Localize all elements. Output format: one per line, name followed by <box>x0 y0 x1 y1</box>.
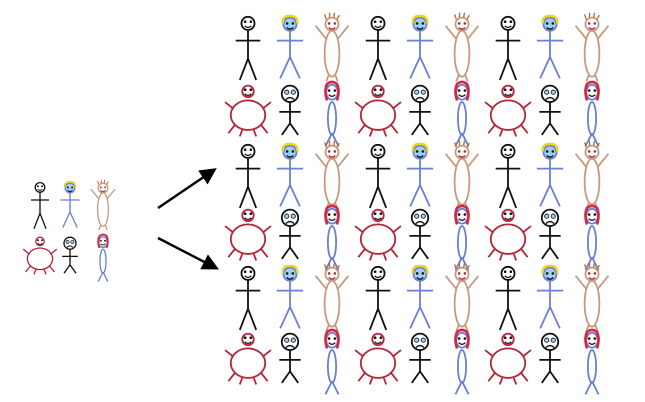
arrows <box>157 168 219 270</box>
figure-black-stick-grid <box>365 265 391 331</box>
figure-red-round-grid <box>484 84 532 137</box>
figure-tan-oval-grid <box>314 262 350 332</box>
arrow-down-right-icon <box>157 236 219 270</box>
figure-black-frown-grid <box>279 332 301 384</box>
figure-blue-redhair-grid <box>454 328 470 395</box>
expanded-figure-grid <box>224 12 610 395</box>
figure-red-round-grid <box>224 332 272 385</box>
figure-tan-oval-grid <box>574 12 610 82</box>
figure-tan-oval-grid <box>574 262 610 332</box>
figure-red-round-source <box>22 236 58 275</box>
figure-blue-redhair-grid <box>454 80 470 147</box>
figure-blue-redhair-grid <box>324 204 340 271</box>
figure-black-frown-grid <box>279 84 301 136</box>
figure-blue-redhair-grid <box>324 328 340 395</box>
figure-blue-redhair-grid <box>324 80 340 147</box>
figure-black-stick-grid <box>235 265 261 331</box>
figure-blue-stick-source <box>60 181 80 228</box>
figure-blue-redhair-grid <box>584 204 600 271</box>
figure-blue-stick-grid <box>406 142 434 207</box>
figure-blue-stick-grid <box>536 264 564 329</box>
figure-tan-oval-grid <box>444 12 480 82</box>
figure-black-frown-grid <box>539 332 561 384</box>
figure-red-round-grid <box>354 84 402 137</box>
figure-blue-stick-grid <box>276 142 304 207</box>
figure-black-stick-grid <box>495 143 521 209</box>
figure-black-frown-grid <box>409 332 431 384</box>
figure-red-round-grid <box>354 332 402 385</box>
figure-tan-oval-grid <box>444 140 480 210</box>
figure-blue-redhair-grid <box>454 204 470 271</box>
figure-red-round-grid <box>484 208 532 261</box>
figure-red-round-grid <box>484 332 532 385</box>
figure-blue-redhair-grid <box>584 80 600 147</box>
figure-blue-stick-grid <box>536 14 564 79</box>
figure-black-stick-grid <box>235 15 261 81</box>
figure-black-stick-grid <box>495 265 521 331</box>
figure-tan-oval-grid <box>444 262 480 332</box>
figure-blue-redhair-source <box>97 233 109 282</box>
figure-tan-oval-grid <box>574 140 610 210</box>
figure-black-frown-source <box>62 236 78 274</box>
figure-black-stick-grid <box>365 143 391 209</box>
figure-tan-oval-grid <box>314 12 350 82</box>
figure-black-stick-grid <box>235 143 261 209</box>
figure-red-round-grid <box>224 208 272 261</box>
figure-black-frown-grid <box>409 208 431 260</box>
figure-black-frown-grid <box>409 84 431 136</box>
source-figure-set <box>22 179 116 282</box>
figure-black-stick-grid <box>365 15 391 81</box>
figure-tan-oval-grid <box>314 140 350 210</box>
figure-tan-oval-source <box>90 179 116 231</box>
figure-black-frown-grid <box>539 208 561 260</box>
figure-red-round-grid <box>224 84 272 137</box>
figure-black-stick-source <box>30 181 50 230</box>
figure-blue-stick-grid <box>276 264 304 329</box>
figure-black-frown-grid <box>539 84 561 136</box>
figure-blue-stick-grid <box>536 142 564 207</box>
figure-red-round-grid <box>354 208 402 261</box>
figure-black-stick-grid <box>495 15 521 81</box>
figure-blue-stick-grid <box>276 14 304 79</box>
figure-blue-redhair-grid <box>584 328 600 395</box>
figure-blue-stick-grid <box>406 264 434 329</box>
arrow-up-right-icon <box>157 168 217 209</box>
figure-blue-stick-grid <box>406 14 434 79</box>
figure-black-frown-grid <box>279 208 301 260</box>
